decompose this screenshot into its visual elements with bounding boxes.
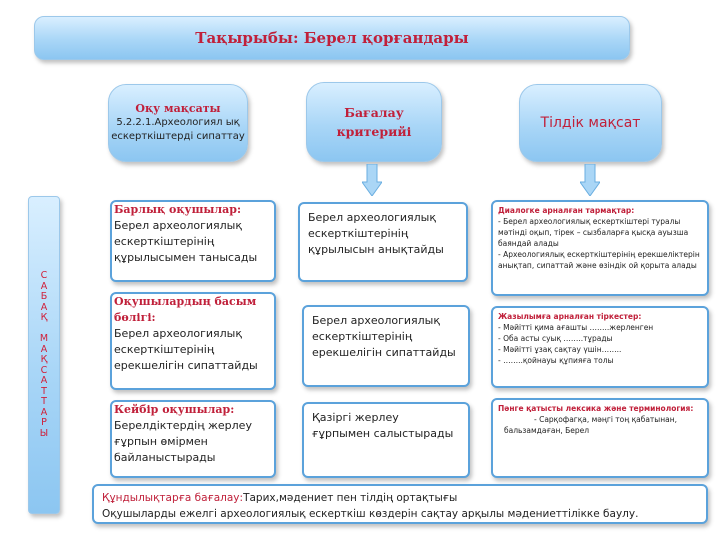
criterion-text: Қазіргі жерлеу ғұрпымен салыстырады (312, 411, 454, 440)
group-goal-text: Берел археологиялық ескерткіштерінің құр… (114, 219, 258, 264)
writing-title: Жазылымға арналған тіркестер: (498, 312, 642, 321)
side-letter: Қ (40, 354, 48, 365)
vocabulary-title: Пәнге қатысты лексика және терминология: (498, 404, 694, 413)
side-letter: С (40, 364, 48, 376)
values-line-1: Құндылықтарға бағалау:Тарих,мәдениет пен… (102, 490, 698, 506)
criteria-down-arrow-icon (362, 164, 382, 196)
writing-line: - Мәйітті қима ағашты ……..жерленген (498, 323, 654, 332)
group-goal-text: Берел археологиялық ескерткіштерінің ере… (114, 327, 258, 372)
values-label: Құндылықтарға бағалау: (102, 492, 244, 504)
values-line-1-text: Тарих,мәдениет пен тілдің ортақтығы (243, 492, 458, 504)
group-some-students-card: Кейбір оқушылар: Берелдіктердің жерлеу ғ… (110, 400, 276, 478)
language-goal-box: Тілдік мақсат (519, 84, 662, 162)
writing-line: - ……..қойнауы құпияға толы (498, 356, 614, 365)
learning-goal-text: 5.2.2.1.Археологиял ық ескерткіштерді си… (111, 117, 245, 142)
side-letter: Ы (39, 427, 49, 439)
dialogue-points-card: Диалогке арналған тармақтар: - Берел арх… (491, 200, 709, 296)
criterion-text: Берел археологиялық ескерткіштерінің құр… (308, 211, 444, 256)
side-letter: С (40, 270, 48, 281)
criterion-card-3: Қазіргі жерлеу ғұрпымен салыстырады (302, 402, 470, 478)
language-down-arrow-icon (580, 164, 600, 196)
side-letter: А (40, 280, 48, 292)
criterion-card-1: Берел археологиялық ескерткіштерінің құр… (298, 202, 468, 282)
side-letter: Т (41, 385, 47, 397)
vocabulary-card: Пәнге қатысты лексика және терминология:… (491, 398, 709, 478)
lesson-title: Тақырыбы: Берел қорғандары (195, 29, 469, 47)
dialogue-text: - Берел археологиялық ескерткіштері тура… (498, 217, 700, 270)
group-most-students-card: Оқушылардың басым бөлігі: Берел археолог… (110, 292, 276, 390)
learning-goal-label: Оқу мақсаты (135, 102, 221, 115)
group-label: Оқушылардың басым бөлігі: (114, 295, 257, 324)
side-letter: Р (41, 417, 47, 428)
writing-line: - Оба асты суық ……..тұрады (498, 334, 613, 343)
group-all-students-card: Барлық оқушылар: Берел археологиялық еск… (110, 200, 276, 282)
writing-phrases-card: Жазылымға арналған тіркестер: - Мәйітті … (491, 306, 709, 388)
learning-goal-box: Оқу мақсаты 5.2.2.1.Археологиял ық ескер… (108, 84, 248, 162)
language-goal-label: Тілдік мақсат (540, 115, 641, 131)
values-assessment-box: Құндылықтарға бағалау:Тарих,мәдениет пен… (92, 484, 708, 524)
criterion-text: Берел археологиялық ескерткіштерінің ере… (312, 314, 456, 359)
vocabulary-text: - Сарқофагқа, мәңгі тоң қабатынан, бальз… (504, 415, 678, 435)
group-label: Барлық оқушылар: (114, 203, 242, 216)
side-letter: А (40, 406, 48, 418)
values-line-2: Оқушыларды ежелгі археологиялық ескерткі… (102, 508, 639, 520)
side-letter: М (39, 333, 49, 344)
side-letter: А (40, 375, 48, 386)
lesson-title-banner: Тақырыбы: Берел қорғандары (34, 16, 630, 60)
group-goal-text: Берелдіктердің жерлеу ғұрпын өмірмен бай… (114, 419, 252, 464)
criterion-card-2: Берел археологиялық ескерткіштерінің ере… (302, 305, 470, 387)
side-letter: Т (41, 396, 47, 407)
writing-line: - Мәйітті ұзақ сақтау үшін…….. (498, 345, 622, 354)
side-letter: А (40, 301, 48, 313)
dialogue-title: Диалогке арналған тармақтар: (498, 206, 635, 215)
group-label: Кейбір оқушылар: (114, 403, 235, 416)
assessment-criteria-label: Бағалау критерийі (336, 105, 412, 139)
assessment-criteria-box: Бағалау критерийі (306, 82, 442, 162)
side-letter: Б (40, 291, 48, 302)
side-letter: А (40, 343, 48, 355)
side-letter: Қ (40, 312, 48, 323)
